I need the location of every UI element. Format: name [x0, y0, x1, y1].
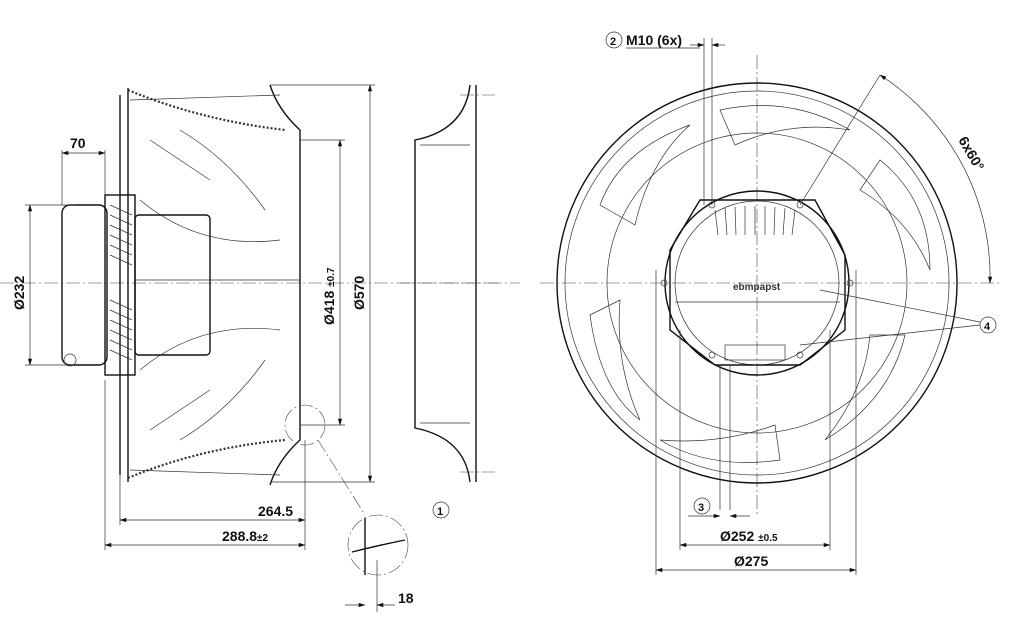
inlet-nozzle-view	[400, 84, 520, 483]
dim-570: Ø570	[351, 276, 367, 310]
dim-252: Ø252	[720, 528, 754, 544]
dim-252-tolerance: ±0.5	[758, 533, 778, 544]
dim-264-5: 264.5	[258, 503, 293, 519]
dim-18: 18	[398, 590, 414, 606]
ebmpapst-logo: ebmpapst	[733, 282, 781, 293]
dim-70: 70	[70, 135, 86, 151]
dim-288-8: 288.8	[222, 528, 257, 544]
svg-text:Ø252 ±0.5: Ø252 ±0.5	[720, 528, 778, 544]
callout-1: 1	[437, 506, 443, 518]
fan-front-view: ebmpapst 2 M10 (6x) 6x60° 4 3 Ø252 ±0.5 …	[540, 31, 1000, 575]
angle-6x60: 6x60°	[955, 134, 987, 174]
callout-3: 3	[698, 502, 704, 514]
dim-418: Ø418	[321, 291, 337, 325]
dim-418-tolerance: ±0.7	[326, 267, 337, 287]
fan-side-view: 70 Ø232 Ø418 ±0.7 Ø570 264.5 288.8±2 18 …	[0, 84, 500, 612]
callout-4: 4	[984, 321, 991, 333]
dim-275: Ø275	[734, 553, 768, 569]
dim-232: Ø232	[11, 276, 27, 310]
svg-text:Ø418 ±0.7: Ø418 ±0.7	[321, 267, 337, 325]
thread-label: M10 (6x)	[626, 32, 682, 48]
dim-288-8-tolerance: ±2	[257, 533, 268, 544]
callout-2: 2	[610, 36, 616, 48]
svg-text:288.8±2: 288.8±2	[222, 528, 269, 544]
